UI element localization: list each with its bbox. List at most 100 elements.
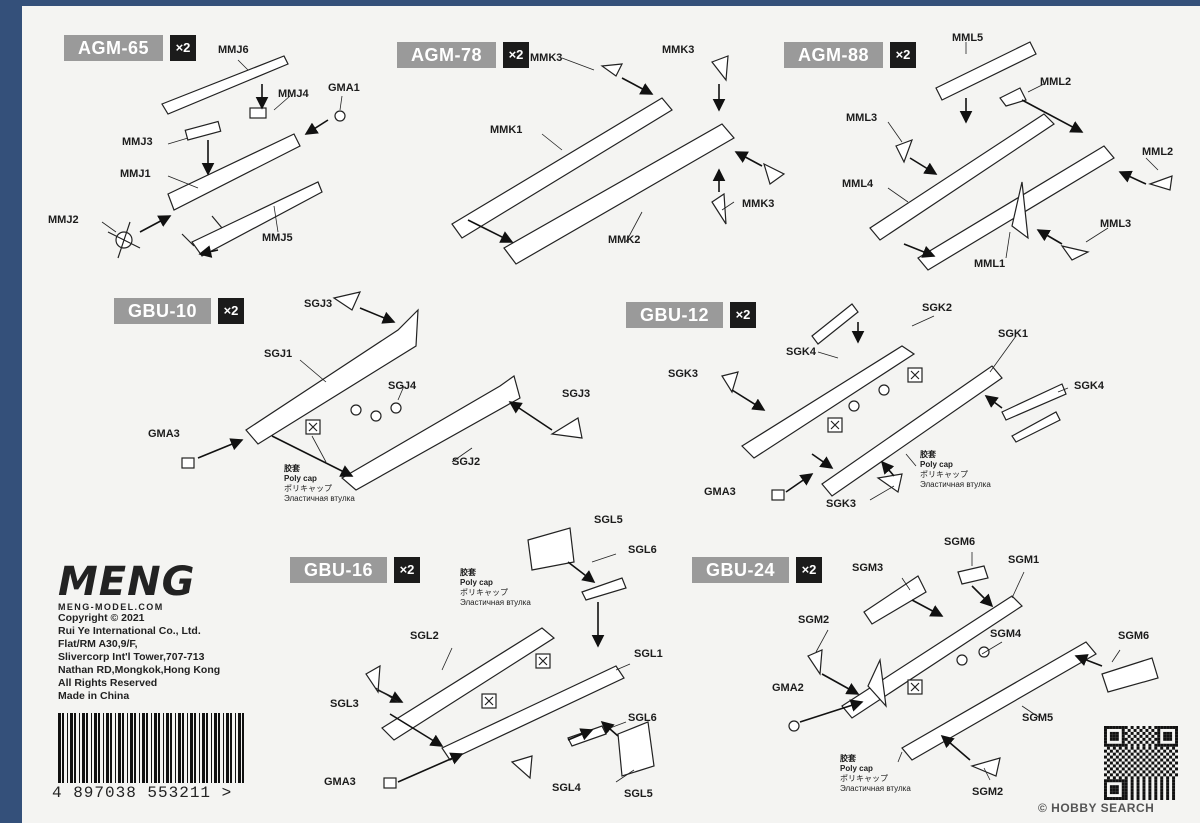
poly-cap-en: Poly cap	[840, 764, 873, 773]
poly-cap-ru: Эластичная втулка	[460, 598, 531, 607]
part-label: MMJ4	[278, 88, 309, 100]
copyright-line: All Rights Reserved	[58, 677, 158, 689]
agm88-assembly	[869, 41, 1173, 271]
poly-cap-jp: ポリキャップ	[840, 774, 888, 783]
part-label: MML2	[1040, 76, 1072, 88]
poly-cap-en: Poly cap	[920, 460, 953, 469]
section-header-agm65: AGM-65 ×2	[64, 35, 197, 61]
poly-cap-jp: ポリキャップ	[284, 484, 332, 493]
part-label: SGK3	[668, 368, 698, 380]
poly-cap-ru: Эластичная втулка	[840, 784, 911, 793]
part-label: SGL1	[634, 648, 663, 660]
copyright-line: Flat/RM A30,9/F,	[58, 638, 138, 650]
poly-cap-note: 胶套 Poly cap ポリキャップ Эластичная втулка	[920, 450, 991, 490]
copyright-line: Nathan RD,Mongkok,Hong Kong	[58, 664, 221, 676]
part-label: SGL5	[624, 788, 653, 800]
poly-cap-cn: 胶套	[460, 568, 476, 577]
part-label: MMK2	[608, 234, 641, 246]
gbu24-assembly	[788, 565, 1159, 777]
copyright-block: Copyright © 2021 Rui Ye International Co…	[58, 612, 220, 703]
section-title: GBU-12	[626, 302, 724, 328]
poly-cap-en: Poly cap	[460, 578, 493, 587]
part-label: MMJ2	[48, 214, 79, 226]
quantity-badge: ×2	[796, 557, 823, 583]
part-label: SGL6	[628, 544, 657, 556]
gbu16-assembly	[365, 527, 655, 789]
part-label: MML2	[1142, 146, 1174, 158]
copyright-line: Made in China	[58, 690, 130, 702]
part-label: MML4	[842, 178, 874, 190]
poly-cap-note: 胶套 Poly cap ポリキャップ Эластичная втулка	[460, 568, 531, 608]
quantity-badge: ×2	[394, 557, 421, 583]
part-label: SGM5	[1022, 712, 1054, 724]
instruction-sheet: AGM-65 ×2 AGM-78 ×2 AGM-88 ×2 GBU-10 ×2 …	[22, 6, 1200, 823]
part-label: SGJ3	[562, 388, 591, 400]
part-label: SGJ4	[388, 380, 417, 392]
section-title: GBU-24	[692, 557, 790, 583]
copyright-line: Copyright © 2021	[58, 612, 145, 624]
quantity-badge: ×2	[503, 42, 530, 68]
part-label: MMJ1	[120, 168, 151, 180]
watermark: © HOBBY SEARCH	[1038, 801, 1155, 815]
quantity-badge: ×2	[890, 42, 917, 68]
part-label: SGM1	[1008, 554, 1040, 566]
part-label: SGJ3	[304, 298, 333, 310]
poly-cap-en: Poly cap	[284, 474, 317, 483]
part-label: SGM6	[1118, 630, 1150, 642]
section-title: AGM-78	[397, 42, 497, 68]
part-label: GMA1	[328, 82, 360, 94]
section-header-agm78: AGM-78 ×2	[397, 42, 530, 68]
part-label: SGJ1	[264, 348, 293, 360]
poly-cap-cn: 胶套	[920, 450, 936, 459]
quantity-badge: ×2	[730, 302, 757, 328]
part-label: GMA3	[704, 486, 736, 498]
poly-cap-cn: 胶套	[284, 464, 300, 473]
section-title: AGM-65	[64, 35, 164, 61]
section-header-gbu12: GBU-12 ×2	[626, 302, 757, 328]
copyright-line: Slivercorp Int'l Tower,707-713	[58, 651, 205, 663]
part-label: MMJ3	[122, 136, 153, 148]
part-label: MMJ6	[218, 44, 249, 56]
part-label: MML3	[846, 112, 878, 124]
part-label: SGL4	[552, 782, 581, 794]
gbu10-assembly	[181, 291, 583, 491]
assembly-drawings	[101, 41, 1173, 789]
part-label: MMK1	[490, 124, 523, 136]
gbu12-assembly	[721, 303, 1067, 501]
part-label: MMK3	[662, 44, 695, 56]
part-label: SGJ2	[452, 456, 481, 468]
part-label: SGM2	[972, 786, 1004, 798]
section-header-gbu10: GBU-10 ×2	[114, 298, 245, 324]
agm78-assembly	[451, 55, 786, 265]
section-title: GBU-10	[114, 298, 212, 324]
part-label: GMA3	[324, 776, 356, 788]
poly-cap-jp: ポリキャップ	[920, 470, 968, 479]
copyright-line: Rui Ye International Co., Ltd.	[58, 625, 201, 637]
part-label: MMJ5	[262, 232, 293, 244]
part-label: SGK3	[826, 498, 856, 510]
poly-cap-ru: Эластичная втулка	[920, 480, 991, 489]
part-label: SGM3	[852, 562, 884, 574]
part-label: GMA3	[148, 428, 180, 440]
part-label: SGM2	[798, 614, 830, 626]
poly-cap-ru: Эластичная втулка	[284, 494, 355, 503]
part-label: SGK1	[998, 328, 1028, 340]
part-label: SGK2	[922, 302, 952, 314]
barcode	[58, 713, 244, 783]
agm65-assembly	[107, 55, 346, 259]
poly-cap-cn: 胶套	[840, 754, 856, 763]
part-label: MML3	[1100, 218, 1132, 230]
poly-cap-note: 胶套 Poly cap ポリキャップ Эластичная втулка	[284, 464, 355, 504]
brand-block: MENG MENG-MODEL.COM	[58, 562, 195, 612]
part-label: SGL6	[628, 712, 657, 724]
section-header-agm88: AGM-88 ×2	[784, 42, 917, 68]
part-label: SGK4	[1074, 380, 1104, 392]
section-header-gbu16: GBU-16 ×2	[290, 557, 421, 583]
part-label: SGM4	[990, 628, 1022, 640]
section-title: AGM-88	[784, 42, 884, 68]
brand-website: MENG-MODEL.COM	[58, 602, 164, 612]
part-label: SGM6	[944, 536, 976, 548]
part-label: MML1	[974, 258, 1006, 270]
poly-cap-note: 胶套 Poly cap ポリキャップ Эластичная втулка	[840, 754, 911, 794]
poly-cap-jp: ポリキャップ	[460, 588, 508, 597]
